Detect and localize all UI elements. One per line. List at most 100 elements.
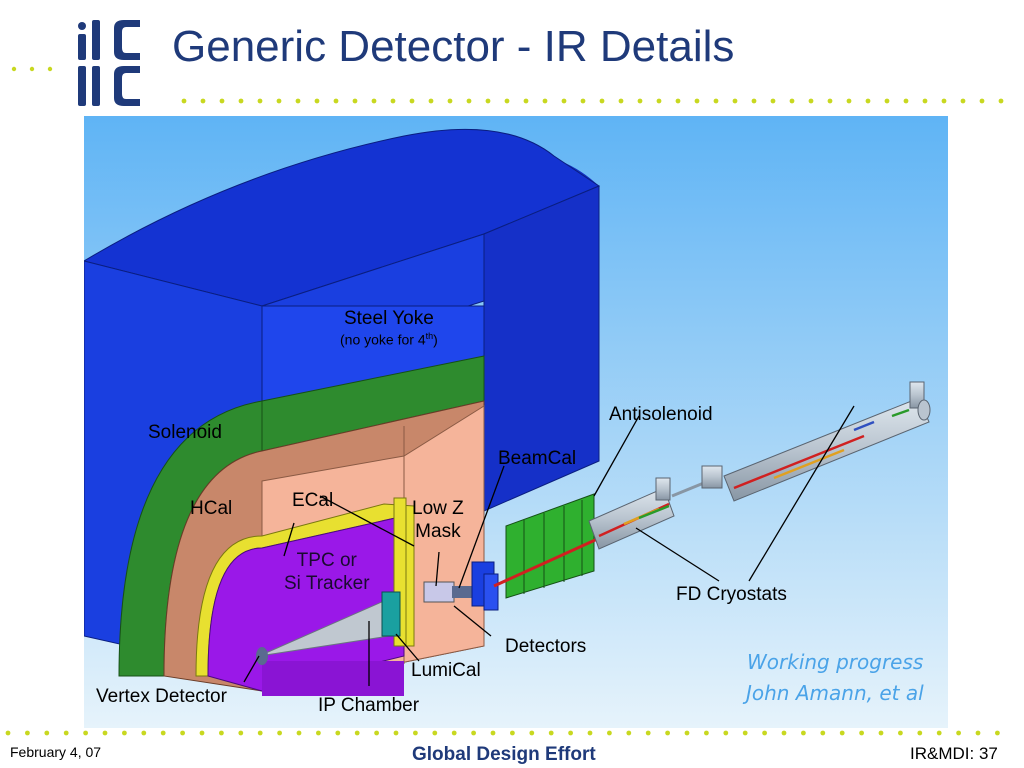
decor-dot [374, 730, 379, 736]
label-hcal: HCal [190, 498, 233, 519]
decor-dot [44, 730, 50, 736]
leader-lines [243, 405, 855, 686]
decor-dot [742, 730, 748, 736]
tracker-floor [262, 661, 404, 696]
decor-dot [238, 98, 244, 104]
decor-dot [956, 730, 961, 736]
decor-dot [471, 730, 476, 736]
decor-dot [257, 730, 263, 736]
decor-dot [314, 98, 320, 104]
credit-line-1: Working progress [747, 650, 924, 674]
tracker-region [207, 515, 405, 692]
decor-dot [995, 730, 1000, 736]
decor-dot [903, 98, 909, 104]
decor-dot [523, 98, 529, 104]
decor-dot [998, 98, 1004, 104]
decor-dot [626, 730, 632, 736]
decor-dot [63, 730, 69, 736]
decor-dot [839, 730, 845, 736]
label-fd-cryostats: FD Cryostats [676, 584, 787, 605]
label-steel-yoke: Steel Yoke (no yoke for 4th) [340, 308, 438, 348]
decor-dot [122, 730, 127, 736]
bottom-dotted-rule [5, 730, 1000, 736]
decor-dot [238, 730, 244, 736]
decor-dot [960, 98, 966, 104]
label-ip-chamber: IP Chamber [318, 695, 420, 716]
decor-dot [447, 98, 453, 104]
decor-dot [762, 730, 767, 736]
decor-dot [335, 730, 341, 736]
decor-dot [504, 98, 510, 104]
label-detectors: Detectors [505, 636, 587, 657]
steel-yoke-text: Steel Yoke [343, 308, 434, 329]
decor-dot [432, 730, 438, 736]
low-z-line1: Low Z [412, 498, 464, 519]
decor-dot [542, 98, 548, 104]
decor-dot [510, 730, 515, 736]
decor-dot [413, 730, 418, 736]
decor-dot [684, 730, 690, 736]
decor-dot [371, 98, 377, 104]
tracker-line2: Si Tracker [284, 572, 370, 594]
yoke-note-pre: (no yoke for 4 [340, 331, 426, 348]
decor-dot [276, 98, 282, 104]
decor-dot [975, 730, 981, 736]
decor-dot [529, 730, 535, 736]
label-vertex-detector: Vertex Detector [96, 686, 227, 707]
label-lumical: LumiCal [411, 660, 481, 681]
decor-dot [732, 98, 738, 104]
yoke-note-sup: th [425, 330, 434, 341]
decor-dot [141, 730, 147, 736]
decor-dot [83, 730, 88, 736]
yoke-note: (no yoke for 4th) [340, 331, 438, 348]
decor-dot [485, 98, 491, 104]
decor-dot [316, 730, 321, 736]
decor-dot [257, 98, 263, 104]
decor-dot [102, 730, 108, 736]
decor-dot [219, 730, 224, 736]
decor-dot [846, 98, 852, 104]
label-ecal: ECal [292, 490, 334, 511]
decor-dot [827, 98, 833, 104]
decor-dot [704, 730, 709, 736]
decor-dot [490, 730, 496, 736]
decor-dot [770, 98, 776, 104]
decor-dot [723, 730, 729, 736]
decor-dot [979, 98, 985, 104]
decor-dot [878, 730, 884, 736]
label-beamcal: BeamCal [498, 448, 577, 469]
footer-page: IR&MDI: 37 [910, 744, 998, 763]
decor-dot [713, 98, 719, 104]
decor-dot [789, 98, 795, 104]
fd-cryostat-2 [723, 397, 930, 502]
low-z-line2: Mask [415, 520, 461, 542]
tracker-line1: TPC or [296, 550, 357, 571]
decor-dot [656, 98, 662, 104]
decor-dot [568, 730, 573, 736]
decor-dot [333, 98, 339, 104]
decor-dot [409, 98, 415, 104]
decor-dot [428, 98, 434, 104]
decor-dot [898, 730, 903, 736]
lumical-ring [381, 591, 401, 637]
decor-dot [859, 730, 864, 736]
decor-dot [618, 98, 624, 104]
low-z-mask [423, 581, 455, 603]
slide-title: Generic Detector - IR Details [172, 22, 735, 71]
decor-dot [277, 730, 282, 736]
decor-dot [936, 730, 942, 736]
decor-dot [781, 730, 787, 736]
label-solenoid: Solenoid [148, 422, 222, 443]
decor-dot [5, 730, 11, 736]
label-tracker: TPC or Si Tracker [284, 550, 370, 596]
label-antisolenoid: Antisolenoid [609, 404, 713, 425]
decor-dot [922, 98, 928, 104]
decor-dot [884, 98, 890, 104]
decor-dot [675, 98, 681, 104]
decor-dot [607, 730, 612, 736]
detector-cutaway-diagram [84, 116, 948, 728]
decor-dot [352, 98, 358, 104]
decor-dot [599, 98, 605, 104]
ilc-logo [78, 20, 140, 106]
decor-dot [466, 98, 472, 104]
